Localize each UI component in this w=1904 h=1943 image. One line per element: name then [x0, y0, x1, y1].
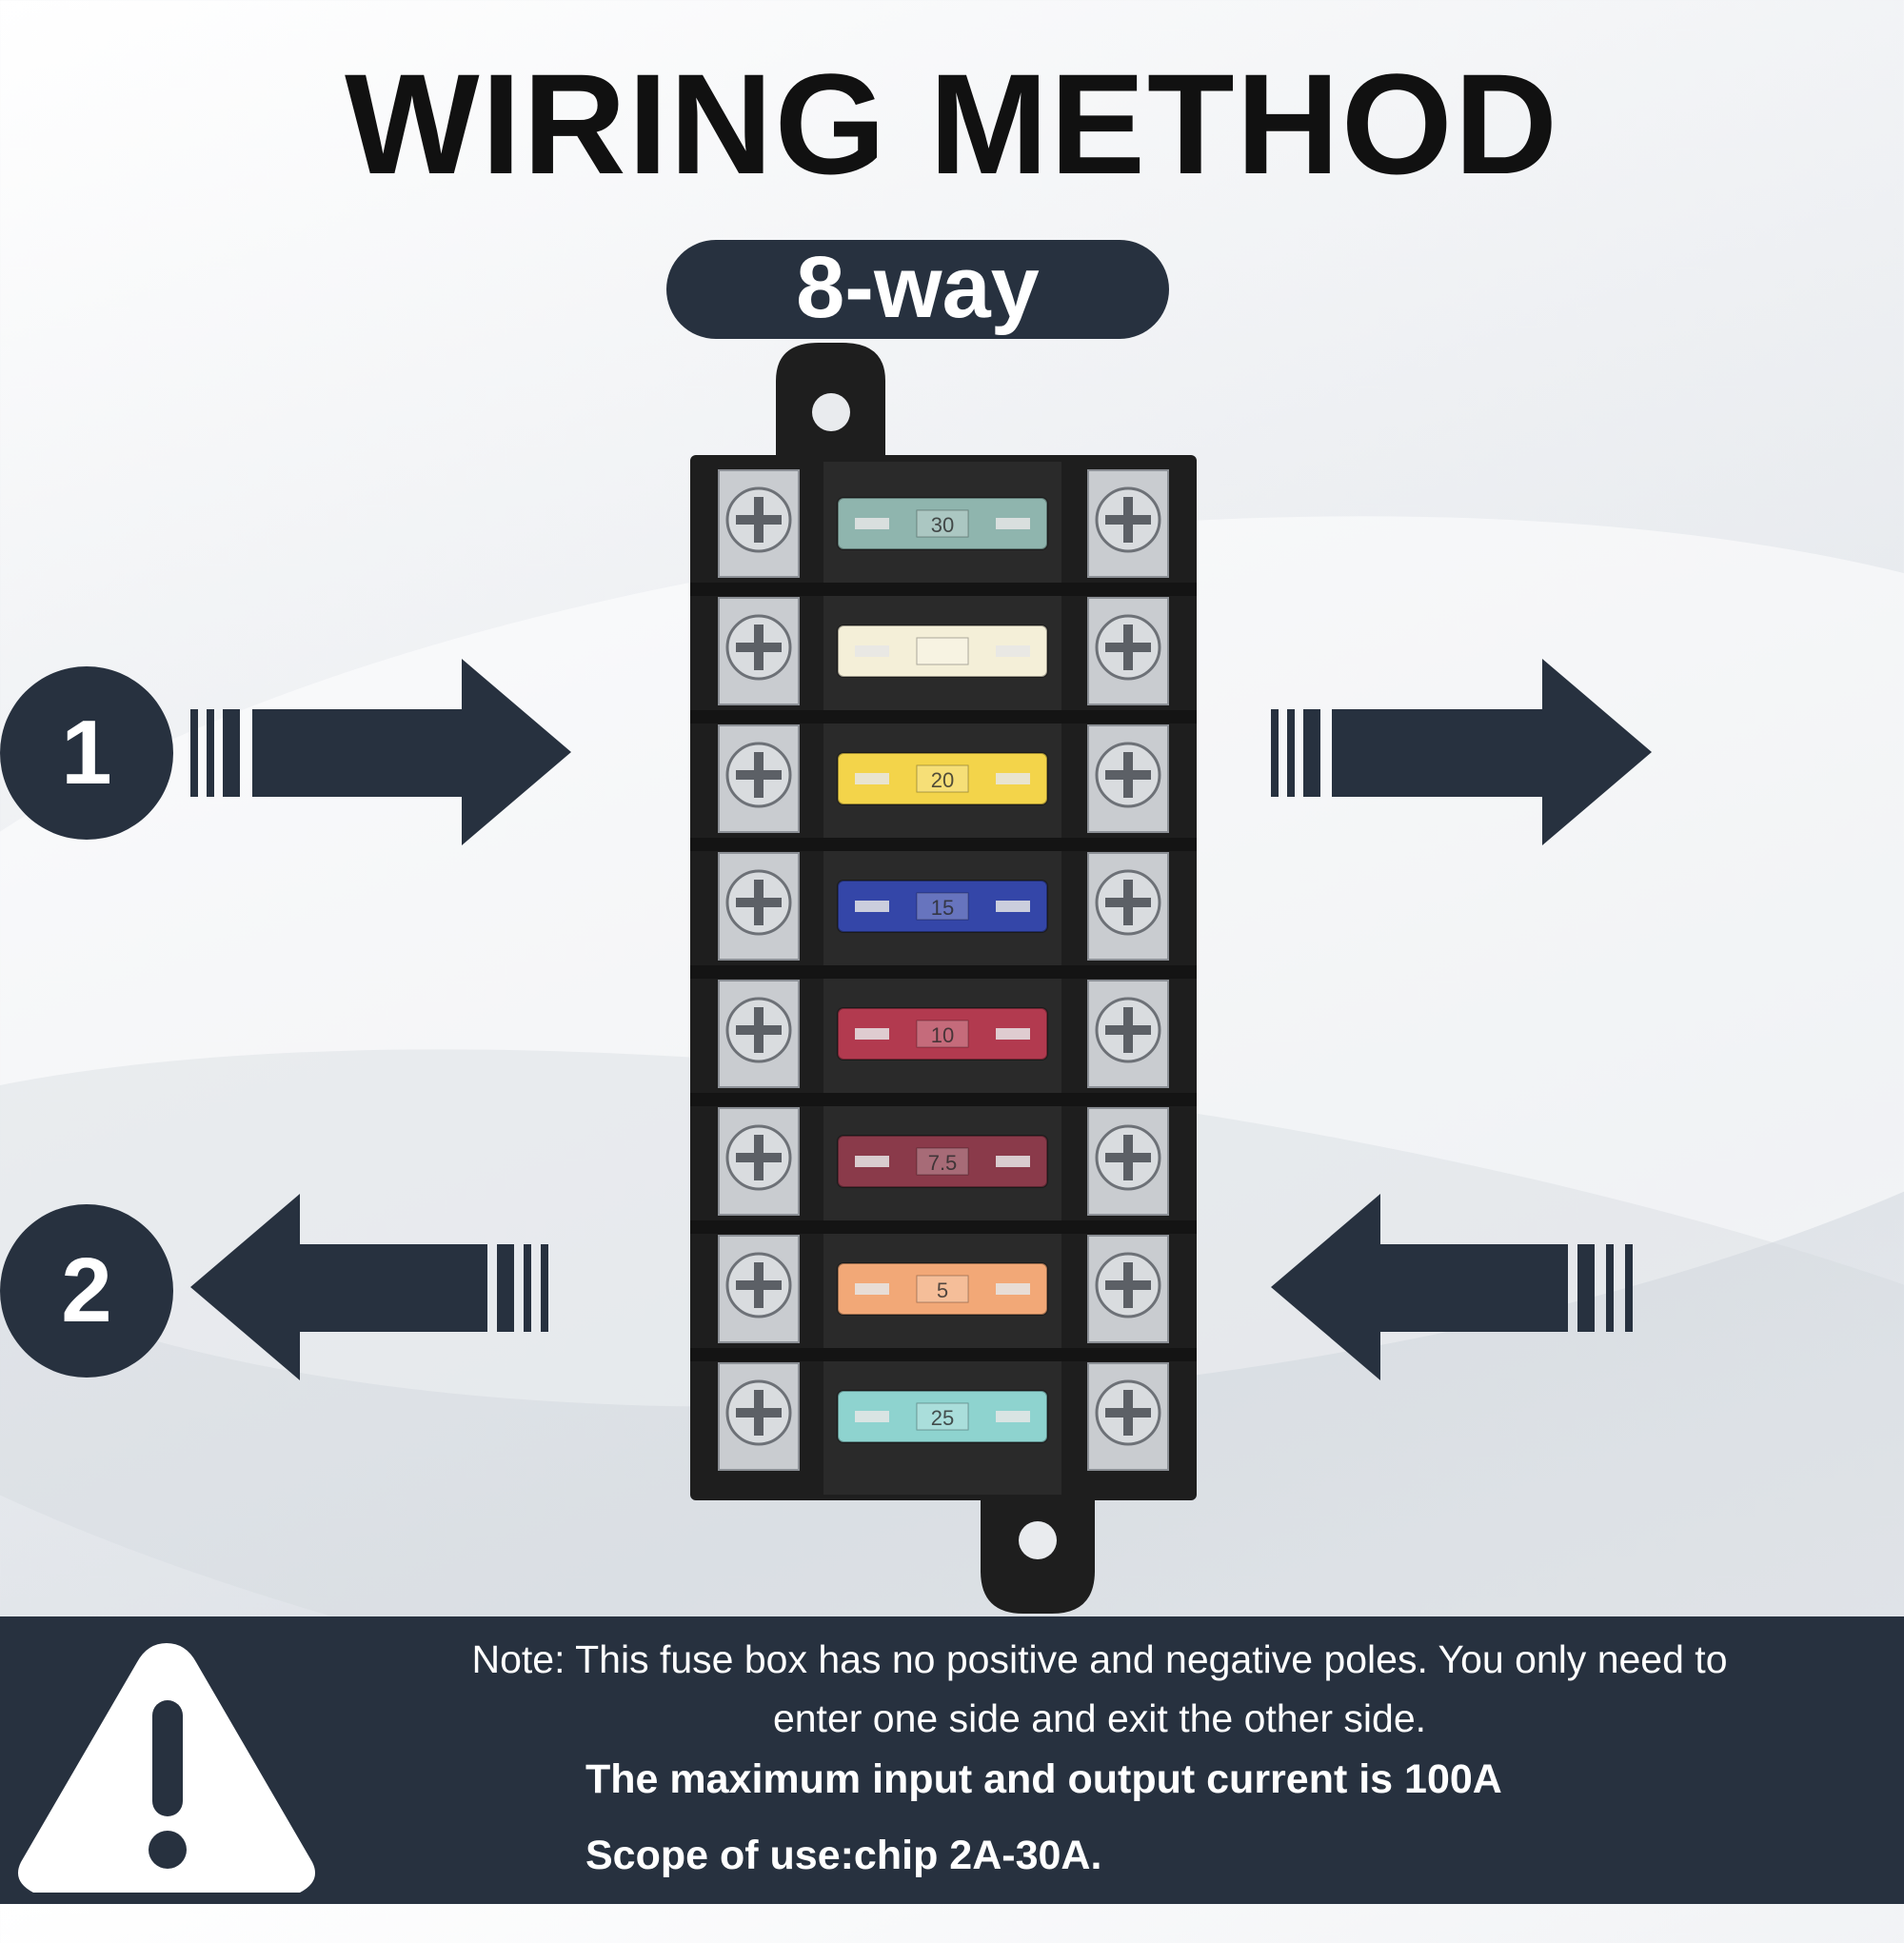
fuse-1 [837, 497, 1048, 550]
arrow-left-icon [190, 1194, 548, 1380]
fuse-blade [996, 901, 1030, 912]
fuse-6 [837, 1135, 1048, 1188]
way-badge: 8-way [666, 240, 1169, 339]
fuse-4 [837, 880, 1048, 933]
screw-slot [736, 643, 782, 652]
screw-slot [1105, 643, 1151, 652]
screw-slot [736, 1280, 782, 1290]
fuse-rating-1: 30 [931, 513, 954, 537]
note-bar [0, 1616, 1904, 1904]
fuse-rating-6: 7.5 [928, 1151, 958, 1175]
scope-text: Scope of use:chip 2A-30A. [585, 1833, 1102, 1878]
arrow-right-icon [1271, 659, 1652, 845]
screw-slot [1105, 1408, 1151, 1418]
fuse-5 [837, 1007, 1048, 1061]
fuse-label-window [916, 892, 969, 921]
fuse-7 [837, 1262, 1048, 1316]
fuse-blade [996, 1283, 1030, 1295]
arrow-left-icon [1271, 1194, 1633, 1380]
row-divider [690, 1348, 1197, 1361]
note-text: Note: This fuse box has no positive and … [471, 1637, 1728, 1740]
row-divider [690, 1220, 1197, 1234]
fuse-rating-5: 10 [931, 1023, 954, 1047]
page-title: WIRING METHOD [345, 44, 1559, 204]
fuse-rating-4: 15 [931, 896, 954, 920]
screw-slot [1105, 898, 1151, 907]
screw-slot [736, 515, 782, 525]
fuse-label-window [916, 1275, 969, 1303]
fuse-blade [855, 518, 889, 529]
screw-slot [1105, 1025, 1151, 1035]
step-number-1: 1 [0, 666, 173, 840]
fuse-blade [855, 901, 889, 912]
screw-slot [1105, 515, 1151, 525]
fuse-blade [996, 518, 1030, 529]
fuse-blade [855, 773, 889, 784]
step-number-2: 2 [0, 1204, 173, 1378]
screw-slot [1105, 1280, 1151, 1290]
fuse-blade [855, 1411, 889, 1422]
fuse-blade [996, 1028, 1030, 1040]
row-divider [690, 1093, 1197, 1106]
mounting-hole [1019, 1521, 1057, 1559]
screw-slot [1105, 1153, 1151, 1162]
fuse-label-window [916, 637, 969, 665]
fuse-8 [837, 1390, 1048, 1443]
row-divider [690, 710, 1197, 724]
fuse-label-window [916, 1020, 969, 1048]
fuse-label-window [916, 1402, 969, 1431]
row-divider [690, 838, 1197, 851]
fuse-blade [996, 773, 1030, 784]
screw-slot [736, 1408, 782, 1418]
screw-slot [736, 770, 782, 780]
row-divider [690, 583, 1197, 596]
warning-triangle-icon [17, 1643, 316, 1893]
fuse-blade [855, 1283, 889, 1295]
fuse-blade [855, 1028, 889, 1040]
fuse-rating-3: 20 [931, 768, 954, 792]
screw-slot [736, 1153, 782, 1162]
fuse-rating-8: 25 [931, 1406, 954, 1430]
mounting-hole [812, 393, 850, 431]
fuse-label-window [916, 764, 969, 793]
fuse-blade [996, 1411, 1030, 1422]
fuse-label-window [916, 509, 969, 538]
fuse-box: 30 20 15 10 7.5 5 25 [690, 343, 1197, 1614]
fuse-2 [837, 625, 1048, 678]
fuse-blade [996, 645, 1030, 657]
screw-slot [1105, 770, 1151, 780]
fuse-rating-7: 5 [937, 1279, 948, 1302]
screw-slot [736, 1025, 782, 1035]
fuse-blade [855, 645, 889, 657]
max-current-text: The maximum input and output current is … [585, 1756, 1502, 1802]
fuse-blade [855, 1156, 889, 1167]
fuse-blade [996, 1156, 1030, 1167]
screw-slot [736, 898, 782, 907]
row-divider [690, 965, 1197, 979]
fuse-3 [837, 752, 1048, 805]
fuse-label-window [916, 1147, 969, 1176]
arrow-right-icon [190, 659, 571, 845]
